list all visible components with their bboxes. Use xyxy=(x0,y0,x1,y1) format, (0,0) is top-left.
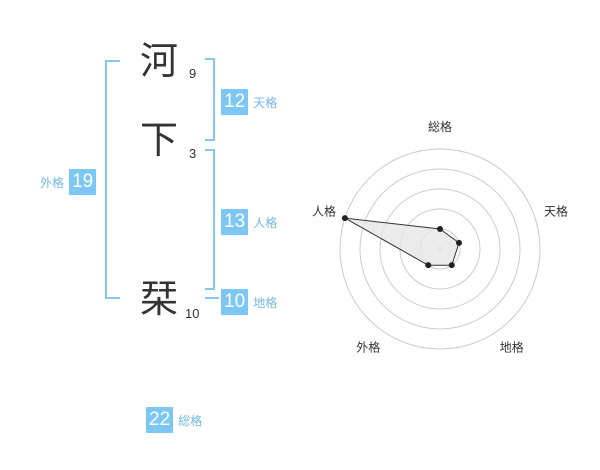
gaikaku: 外格 19 xyxy=(40,169,97,195)
radar-series-polygon xyxy=(344,217,460,266)
radar-ring-5 xyxy=(339,148,541,350)
stroke-count-2: 3 xyxy=(189,146,197,161)
chikaku-connector xyxy=(205,297,219,299)
chikaku-value: 10 xyxy=(221,289,249,315)
soukaku-value: 22 xyxy=(146,407,174,433)
radar-ring-4 xyxy=(359,168,521,330)
radar-axis-label-4: 外格 xyxy=(356,340,380,355)
stroke-count-3: 10 xyxy=(185,306,200,321)
name-char-1: 河 xyxy=(139,39,178,83)
jinkaku: 13 人格 xyxy=(221,209,277,235)
gaikaku-label: 外格 xyxy=(40,176,65,190)
radar-point-1 xyxy=(437,226,443,232)
tenkaku-value: 12 xyxy=(221,89,249,115)
radar-axis-label-2: 天格 xyxy=(544,203,568,218)
radar-point-4 xyxy=(425,262,432,269)
tenkaku-label: 天格 xyxy=(253,96,278,110)
radar-ring-3 xyxy=(379,188,501,310)
chikaku-label: 地格 xyxy=(253,296,278,310)
radar-axis-label-1: 総格 xyxy=(428,119,452,134)
gaikaku-value: 19 xyxy=(69,169,97,195)
radar-point-3 xyxy=(448,262,455,269)
chikaku: 10 地格 xyxy=(221,289,277,315)
radar-point-2 xyxy=(456,239,463,246)
radar-axis-label-5: 人格 xyxy=(312,203,336,218)
tenkaku: 12 天格 xyxy=(221,89,277,115)
jinkaku-label: 人格 xyxy=(253,216,278,230)
stroke-count-1: 9 xyxy=(189,66,197,81)
radar-point-5 xyxy=(341,215,348,222)
soukaku: 22 総格 xyxy=(146,407,202,433)
name-char-3: 栞 xyxy=(139,277,178,321)
name-char-2: 下 xyxy=(139,118,178,162)
soukaku-label: 総格 xyxy=(178,414,203,428)
radar-axis-label-3: 地格 xyxy=(500,340,524,355)
jinkaku-value: 13 xyxy=(221,209,249,235)
